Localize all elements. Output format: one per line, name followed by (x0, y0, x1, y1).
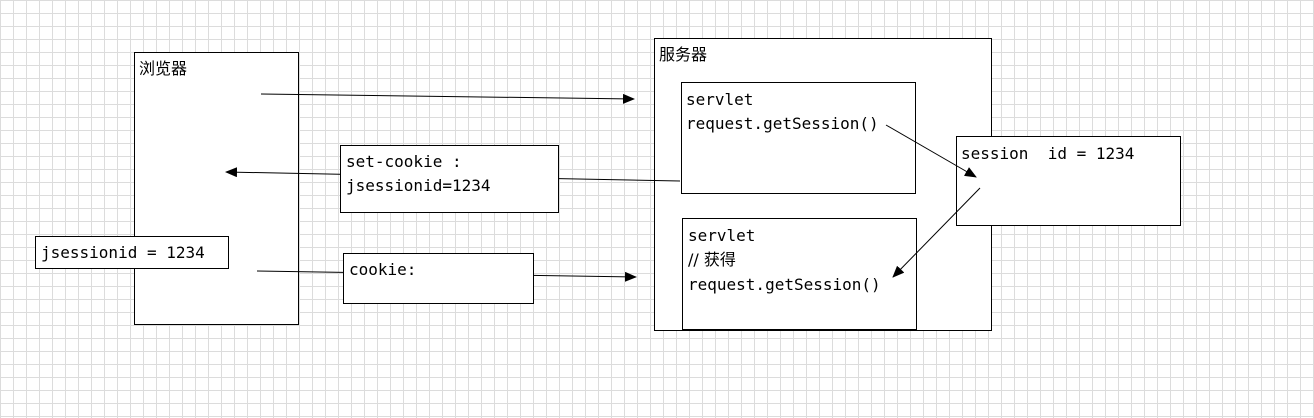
servlet-2-line1: servlet (688, 226, 756, 245)
servlet-1-line2: request.getSession() (686, 114, 879, 133)
cookie-store-label: jsessionid = 1234 (41, 243, 205, 262)
servlet-2-line2: // 获得 (688, 250, 736, 269)
servlet-2-box (682, 218, 917, 330)
set-cookie-line2: jsessionid=1234 (346, 176, 491, 195)
session-label: session id = 1234 (961, 144, 1135, 163)
cookie-request-line1: cookie: (349, 260, 417, 279)
session-box (956, 136, 1181, 226)
set-cookie-box (340, 145, 559, 213)
cookie-request-box (343, 253, 534, 304)
cookie-store-box (35, 236, 229, 269)
arrow-browser-to-server (260, 93, 635, 104)
servlet-2-line3: request.getSession() (688, 275, 881, 294)
servlet-1-line1: servlet (686, 90, 754, 109)
servlet-1-box (681, 82, 916, 194)
browser-title: 浏览器 (139, 59, 188, 78)
server-title: 服务器 (659, 45, 708, 64)
set-cookie-line1: set-cookie : (346, 152, 462, 171)
browser-box (134, 52, 299, 325)
